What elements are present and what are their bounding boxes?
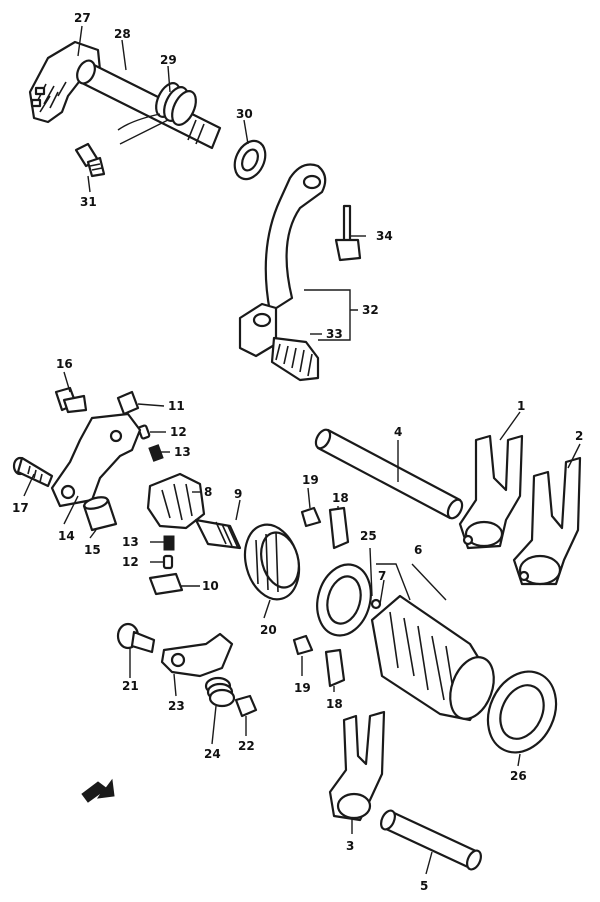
callout-23: 23 bbox=[168, 699, 185, 713]
callout-31: 31 bbox=[80, 195, 97, 209]
callout-4: 4 bbox=[394, 425, 402, 439]
callout-2: 2 bbox=[575, 429, 583, 443]
callout-33: 33 bbox=[326, 327, 343, 341]
callout-34: 34 bbox=[376, 229, 393, 243]
callout-29: 29 bbox=[160, 53, 177, 67]
part-29-return-spring bbox=[117, 82, 197, 145]
callout-13-lower: 13 bbox=[122, 535, 139, 549]
part-5-fork-shaft bbox=[380, 809, 482, 871]
callout-12-lower: 12 bbox=[122, 555, 139, 569]
part-13-spring-upper bbox=[148, 444, 164, 462]
callout-21: 21 bbox=[122, 679, 139, 693]
part-9-cam-stopper-shaft bbox=[194, 518, 242, 550]
part-16-bolt bbox=[54, 386, 88, 414]
part-15-collar bbox=[82, 496, 118, 532]
callout-13-upper: 13 bbox=[174, 445, 191, 459]
leader-lines bbox=[23, 25, 581, 875]
callout-labels: 27 28 29 30 31 34 32 33 1 2 4 16 11 12 1… bbox=[12, 11, 583, 893]
part-18-stopper-upper bbox=[328, 506, 350, 550]
callout-28: 28 bbox=[114, 27, 131, 41]
part-12-small-pin-upper bbox=[137, 424, 151, 440]
callout-8: 8 bbox=[204, 485, 212, 499]
part-31-bolt bbox=[74, 142, 106, 178]
part-11-pin bbox=[116, 390, 140, 416]
part-1-shift-fork bbox=[458, 434, 524, 550]
callout-14: 14 bbox=[58, 529, 75, 543]
part-18-stopper-lower bbox=[324, 648, 346, 688]
part-30-oil-seal bbox=[233, 139, 267, 181]
part-7-pin bbox=[370, 598, 382, 610]
part-20-cam-driven-gear bbox=[243, 523, 301, 601]
callout-32: 32 bbox=[362, 303, 379, 317]
part-3-shift-fork bbox=[328, 710, 386, 822]
callout-10: 10 bbox=[202, 579, 219, 593]
callout-11: 11 bbox=[168, 399, 185, 413]
callout-30: 30 bbox=[236, 107, 253, 121]
callout-5: 5 bbox=[420, 879, 428, 893]
part-26-bearing bbox=[486, 670, 558, 754]
callout-3: 3 bbox=[346, 839, 354, 853]
callout-27: 27 bbox=[74, 11, 91, 25]
part-19-screw-lower bbox=[292, 634, 314, 656]
callout-24: 24 bbox=[204, 747, 221, 761]
callout-22: 22 bbox=[238, 739, 255, 753]
callout-26: 26 bbox=[510, 769, 527, 783]
part-13-spring-lower bbox=[163, 535, 175, 551]
part-14-stopper-plate bbox=[50, 412, 142, 508]
part-4-fork-shaft bbox=[314, 428, 464, 520]
callout-18-upper: 18 bbox=[332, 491, 349, 505]
part-17-bolt bbox=[12, 456, 54, 488]
part-28-gearshift-shaft bbox=[76, 59, 222, 150]
part-34-bolt bbox=[334, 204, 362, 262]
part-24-spring bbox=[204, 676, 236, 708]
callout-15: 15 bbox=[84, 543, 101, 557]
part-21-bolt bbox=[116, 622, 156, 654]
part-22-nut bbox=[234, 694, 258, 718]
callout-17: 17 bbox=[12, 501, 29, 515]
part-10-plate bbox=[148, 572, 184, 596]
callout-19-upper: 19 bbox=[302, 473, 319, 487]
part-12-small-pin-lower bbox=[162, 554, 174, 570]
front-arrow-icon bbox=[81, 778, 115, 803]
callout-16: 16 bbox=[56, 357, 73, 371]
callout-20: 20 bbox=[260, 623, 277, 637]
callout-25: 25 bbox=[360, 529, 377, 543]
callout-1: 1 bbox=[517, 399, 525, 413]
part-33-shift-pedal-rubber bbox=[270, 336, 320, 382]
callout-9: 9 bbox=[234, 487, 242, 501]
part-19-screw-upper bbox=[300, 506, 322, 528]
callout-6: 6 bbox=[414, 543, 422, 557]
callout-7: 7 bbox=[378, 569, 386, 583]
callout-19-lower: 19 bbox=[294, 681, 311, 695]
part-6-gearshift-cam bbox=[370, 594, 495, 722]
part-25-bearing bbox=[316, 563, 372, 637]
callout-12-upper: 12 bbox=[170, 425, 187, 439]
part-2-shift-fork bbox=[512, 456, 582, 586]
part-8-cam-stopper bbox=[146, 472, 206, 530]
part-23-pawl-lifter bbox=[160, 632, 234, 678]
part-32-gearshift-lever bbox=[238, 163, 327, 358]
callout-18-lower: 18 bbox=[326, 697, 343, 711]
